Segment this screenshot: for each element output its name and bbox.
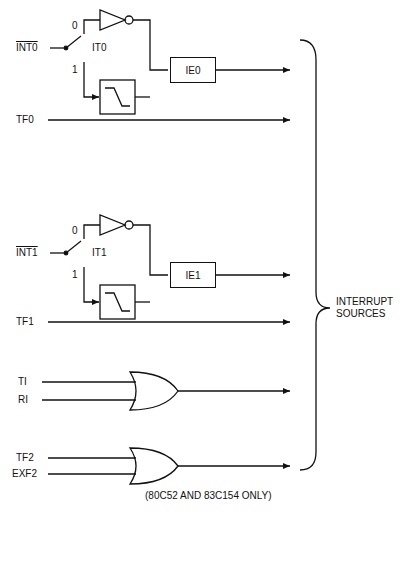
flag-box: IE1 (170, 262, 216, 288)
flag-name: IE1 (185, 270, 200, 281)
switch-position: 0 (72, 20, 78, 32)
note: (80C52 AND 83C154 ONLY) (145, 490, 272, 502)
signal-name: INT0 (16, 42, 38, 54)
signal-name: TF1 (16, 316, 34, 328)
flag-name: IE0 (185, 65, 200, 76)
signal-name: EXF2 (12, 468, 37, 480)
control-bit: IT0 (92, 42, 106, 54)
group-label: INTERRUPT SOURCES (336, 296, 408, 320)
signal-name: INT1 (16, 247, 38, 259)
signal-name: RI (18, 394, 28, 406)
signal-name: TF2 (16, 452, 34, 464)
switch-position: 0 (72, 225, 78, 237)
switch-position: 1 (72, 64, 78, 76)
signal-name: TI (18, 376, 27, 388)
switch-position: 1 (72, 269, 78, 281)
control-bit: IT1 (92, 247, 106, 259)
signal-name: TF0 (16, 114, 34, 126)
flag-box: IE0 (170, 57, 216, 83)
